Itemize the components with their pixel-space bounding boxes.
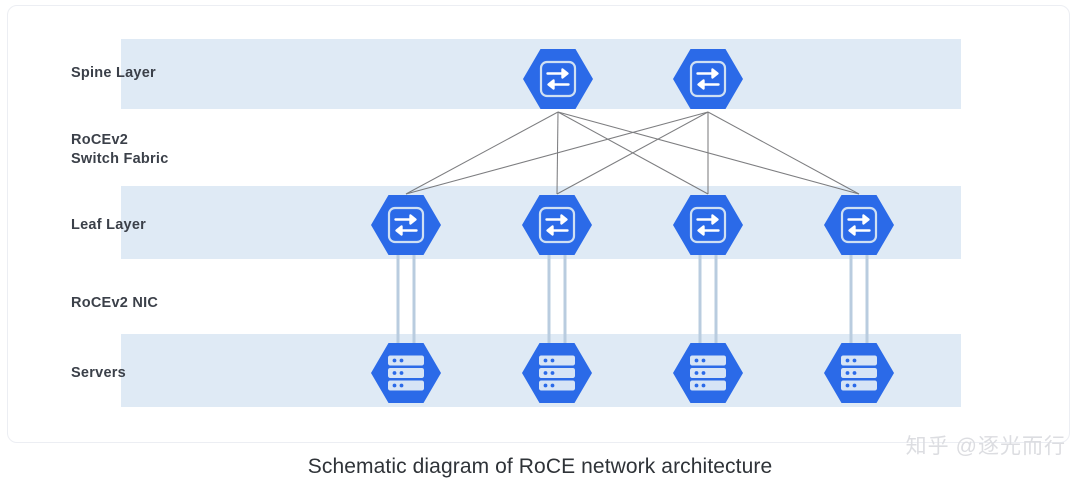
spine-leaf-link-group [405, 111, 860, 195]
link-spine1-leaf1 [405, 111, 559, 195]
layer-label-switch-fabric: RoCEv2 Switch Fabric [71, 132, 169, 167]
link-spine2-leaf4 [707, 111, 860, 195]
leaf-server-link-group [396, 254, 869, 346]
watermark-handle: @逐光而行 [955, 435, 1066, 458]
layer-label-roce-nic: RoCEv2 NIC [71, 295, 159, 311]
link-spine1-leaf4 [557, 111, 860, 195]
diagram-caption: Schematic diagram of RoCE network archit… [307, 455, 773, 478]
layer-label-leaf: Leaf Layer [71, 217, 147, 233]
layer-band-leaf [121, 186, 961, 259]
layer-label-spine: Spine Layer [71, 65, 156, 81]
link-spine1-leaf3 [557, 111, 709, 195]
layer-label-servers: Servers [71, 365, 126, 381]
watermark: 知乎@逐光而行 [906, 430, 1066, 460]
diagram-card: Spine Layer RoCEv2 Switch Fabric Leaf La… [7, 5, 1070, 443]
link-spine2-leaf2 [556, 111, 709, 195]
link-spine2-leaf1 [405, 111, 709, 195]
layer-band-spine [121, 39, 961, 109]
link-spine1-leaf2 [556, 111, 559, 195]
watermark-logo: 知乎 [905, 435, 950, 458]
layer-band-servers [121, 334, 961, 407]
